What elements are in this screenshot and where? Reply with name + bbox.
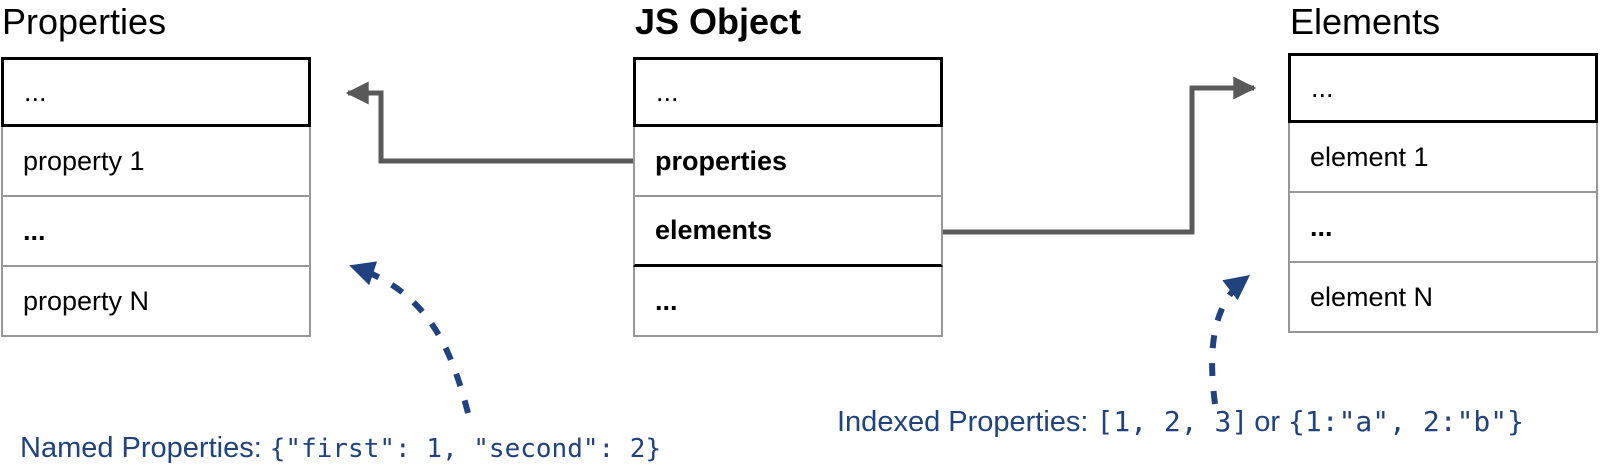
table-row: ...	[633, 57, 943, 127]
indexed-array-code: [1, 2, 3]	[1096, 405, 1249, 438]
indexed-properties-label: Indexed Properties:	[837, 406, 1089, 438]
table-cell: element N	[1310, 281, 1434, 312]
properties-title: Properties	[2, 1, 167, 42]
js-object-table: ... properties elements ...	[633, 57, 943, 337]
table-row: property N	[1, 267, 311, 337]
indexed-connector-text: or	[1254, 406, 1280, 438]
table-row: property 1	[1, 127, 311, 197]
elements-table: ... element 1 ... element N	[1288, 53, 1598, 333]
table-row: ...	[1, 197, 311, 267]
properties-table: ... property 1 ... property N	[1, 57, 311, 337]
table-cell: ...	[1311, 72, 1334, 103]
table-cell: property N	[23, 285, 150, 316]
table-cell: property 1	[23, 145, 145, 176]
indexed-properties-annotation: Indexed Properties:[1, 2, 3]or{1:"a", 2:…	[837, 404, 1524, 440]
table-row-elements: elements	[633, 197, 943, 267]
named-properties-dashed-arrow	[349, 261, 471, 414]
js-object-title: JS Object	[635, 1, 802, 42]
table-row: ...	[633, 267, 943, 337]
table-cell: ...	[23, 215, 46, 246]
table-cell: ...	[656, 76, 679, 107]
indexed-object-code: {1:"a", 2:"b"}	[1288, 405, 1525, 438]
named-properties-code: {"first": 1, "second": 2}	[269, 434, 662, 464]
table-cell: element 1	[1310, 141, 1429, 172]
table-cell: properties	[655, 145, 788, 176]
table-row: ...	[1288, 193, 1598, 263]
properties-pointer-arrow	[345, 81, 633, 164]
named-properties-annotation: Named Properties:{"first": 1, "second": …	[20, 430, 661, 467]
elements-title: Elements	[1290, 1, 1441, 42]
table-row: element 1	[1288, 123, 1598, 193]
table-row-properties: properties	[633, 127, 943, 197]
indexed-properties-dashed-arrow	[1209, 274, 1251, 405]
table-cell: ...	[655, 285, 678, 316]
table-row: ...	[1288, 53, 1598, 123]
named-properties-label: Named Properties:	[20, 432, 262, 464]
table-cell: ...	[24, 76, 47, 107]
table-row: ...	[1, 57, 311, 127]
table-cell: ...	[1310, 211, 1333, 242]
table-cell: elements	[655, 215, 773, 245]
elements-pointer-arrow	[943, 76, 1257, 235]
table-row: element N	[1288, 263, 1598, 333]
